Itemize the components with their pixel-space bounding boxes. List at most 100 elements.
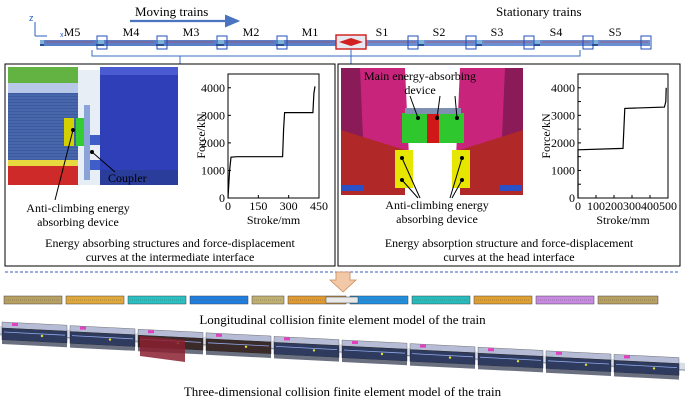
car-window-band	[479, 356, 542, 361]
car-light	[584, 363, 588, 366]
top-connector-box	[96, 35, 108, 50]
top-car-body	[44, 40, 96, 46]
anti-climb-leader	[54, 129, 74, 201]
top-car-body	[224, 40, 276, 46]
y-tick-label: 4000	[201, 81, 225, 95]
chart-plot-area	[227, 73, 320, 199]
top-connector-box	[216, 35, 228, 50]
left-nose-lower	[341, 130, 405, 195]
x-tick-label: 0	[575, 199, 581, 213]
car-label-s2: S2	[432, 25, 446, 39]
left-anti-climbing-label-1: Anti-climbing energy	[26, 201, 130, 215]
coupler-shaft	[84, 105, 90, 180]
main-absorber-interface	[427, 113, 439, 143]
x-tick-label: 300	[623, 199, 641, 213]
x-tick-label: 200	[605, 199, 623, 213]
top-connector-box	[523, 35, 535, 50]
y-axis-label: Force/kN	[539, 113, 553, 159]
car-light	[516, 360, 520, 363]
top-connector-box	[640, 35, 652, 50]
left-bogie-mark	[341, 185, 363, 191]
car-light	[312, 349, 316, 352]
car-roof-mark	[624, 355, 630, 359]
car-underframe	[70, 343, 135, 351]
collision-zone	[140, 336, 185, 362]
collision-interface-mark	[339, 38, 363, 46]
car-roof-mark	[352, 341, 358, 344]
three-d-caption: Three-dimensional collision finite eleme…	[183, 384, 502, 399]
anti-leader-1	[401, 157, 421, 199]
car-roof-mark	[216, 333, 222, 337]
car-underframe	[614, 372, 679, 380]
longitudinal-model	[3, 295, 659, 305]
y-tick-label: 4000	[551, 81, 575, 95]
right-car-end-body	[100, 67, 178, 185]
car-window-band	[615, 364, 678, 368]
y-tick-label: 3000	[551, 108, 575, 122]
main-leader-3	[454, 95, 458, 119]
anti-leader-4	[451, 179, 463, 199]
y-tick-label: 0	[569, 191, 575, 205]
car-window-band	[411, 353, 474, 358]
stationary-trains-label: Stationary trains	[496, 4, 582, 19]
x-tick-label: 300	[280, 199, 298, 213]
coupler-leader	[91, 151, 116, 173]
car-roof-mark	[12, 323, 18, 326]
top-car-body	[104, 40, 156, 46]
car-window-band	[207, 342, 270, 347]
right-car-end-top	[100, 67, 178, 75]
anti-leader-3	[401, 179, 419, 199]
right-nose-lower	[460, 130, 523, 195]
car-roof-mark	[284, 337, 290, 341]
car-label-s5: S5	[608, 25, 622, 39]
y-tick-label: 1000	[201, 163, 225, 177]
car-light	[380, 352, 384, 356]
top-connector-box	[465, 35, 477, 50]
anti-leader-2	[449, 157, 463, 199]
left-caption-line-1: Energy absorbing structures and force-di…	[45, 236, 295, 250]
top-connector-box	[156, 35, 168, 50]
car-light	[652, 367, 656, 370]
right-fe-model	[341, 68, 523, 199]
three-d-model	[0, 321, 685, 380]
car-window-band	[275, 346, 338, 350]
right-anti-climbing-label-2: absorbing device	[396, 212, 478, 226]
main-absorber-cap	[405, 108, 461, 114]
top-connector-box	[407, 35, 419, 50]
right-caption-line-1: Energy absorption structure and force-di…	[384, 236, 634, 250]
x-axis-label: Stroke/mm	[596, 213, 650, 227]
left-fe-model	[8, 67, 178, 201]
main-leader-2	[436, 95, 441, 119]
top-connector-box	[276, 35, 288, 50]
y-tick-label: 3000	[201, 108, 225, 122]
anti-climber-yellow	[64, 118, 74, 146]
three-d-cars	[1, 321, 680, 380]
right-anti-climber	[452, 150, 470, 188]
force-curve	[577, 87, 667, 198]
car-light	[40, 334, 44, 338]
car-roof-mark	[80, 326, 86, 330]
car-underframe	[274, 354, 339, 362]
y-tick-label: 0	[219, 191, 225, 205]
x-tick-label: 400	[641, 199, 659, 213]
top-connector-box	[582, 35, 594, 50]
car-underframe	[2, 340, 67, 348]
coupler-knuckle-b	[90, 160, 100, 170]
car-underframe	[410, 361, 475, 369]
top-car-body	[424, 40, 476, 46]
x-tick-label: 0	[225, 199, 231, 213]
car-underframe	[478, 365, 543, 373]
car-label-m1: M1	[301, 25, 319, 39]
top-car-bodies	[44, 40, 650, 46]
left-underframe	[8, 165, 78, 185]
car-window-band	[343, 349, 406, 354]
main-device-label-2: device	[404, 83, 436, 97]
car-roof-mark	[488, 348, 494, 352]
moving-trains-label: Moving trains	[135, 4, 209, 19]
x-tick-label: 100	[587, 199, 605, 213]
coupler-knuckle-a	[90, 135, 100, 145]
car-label-m4: M4	[122, 25, 140, 39]
top-car-body	[284, 40, 336, 46]
